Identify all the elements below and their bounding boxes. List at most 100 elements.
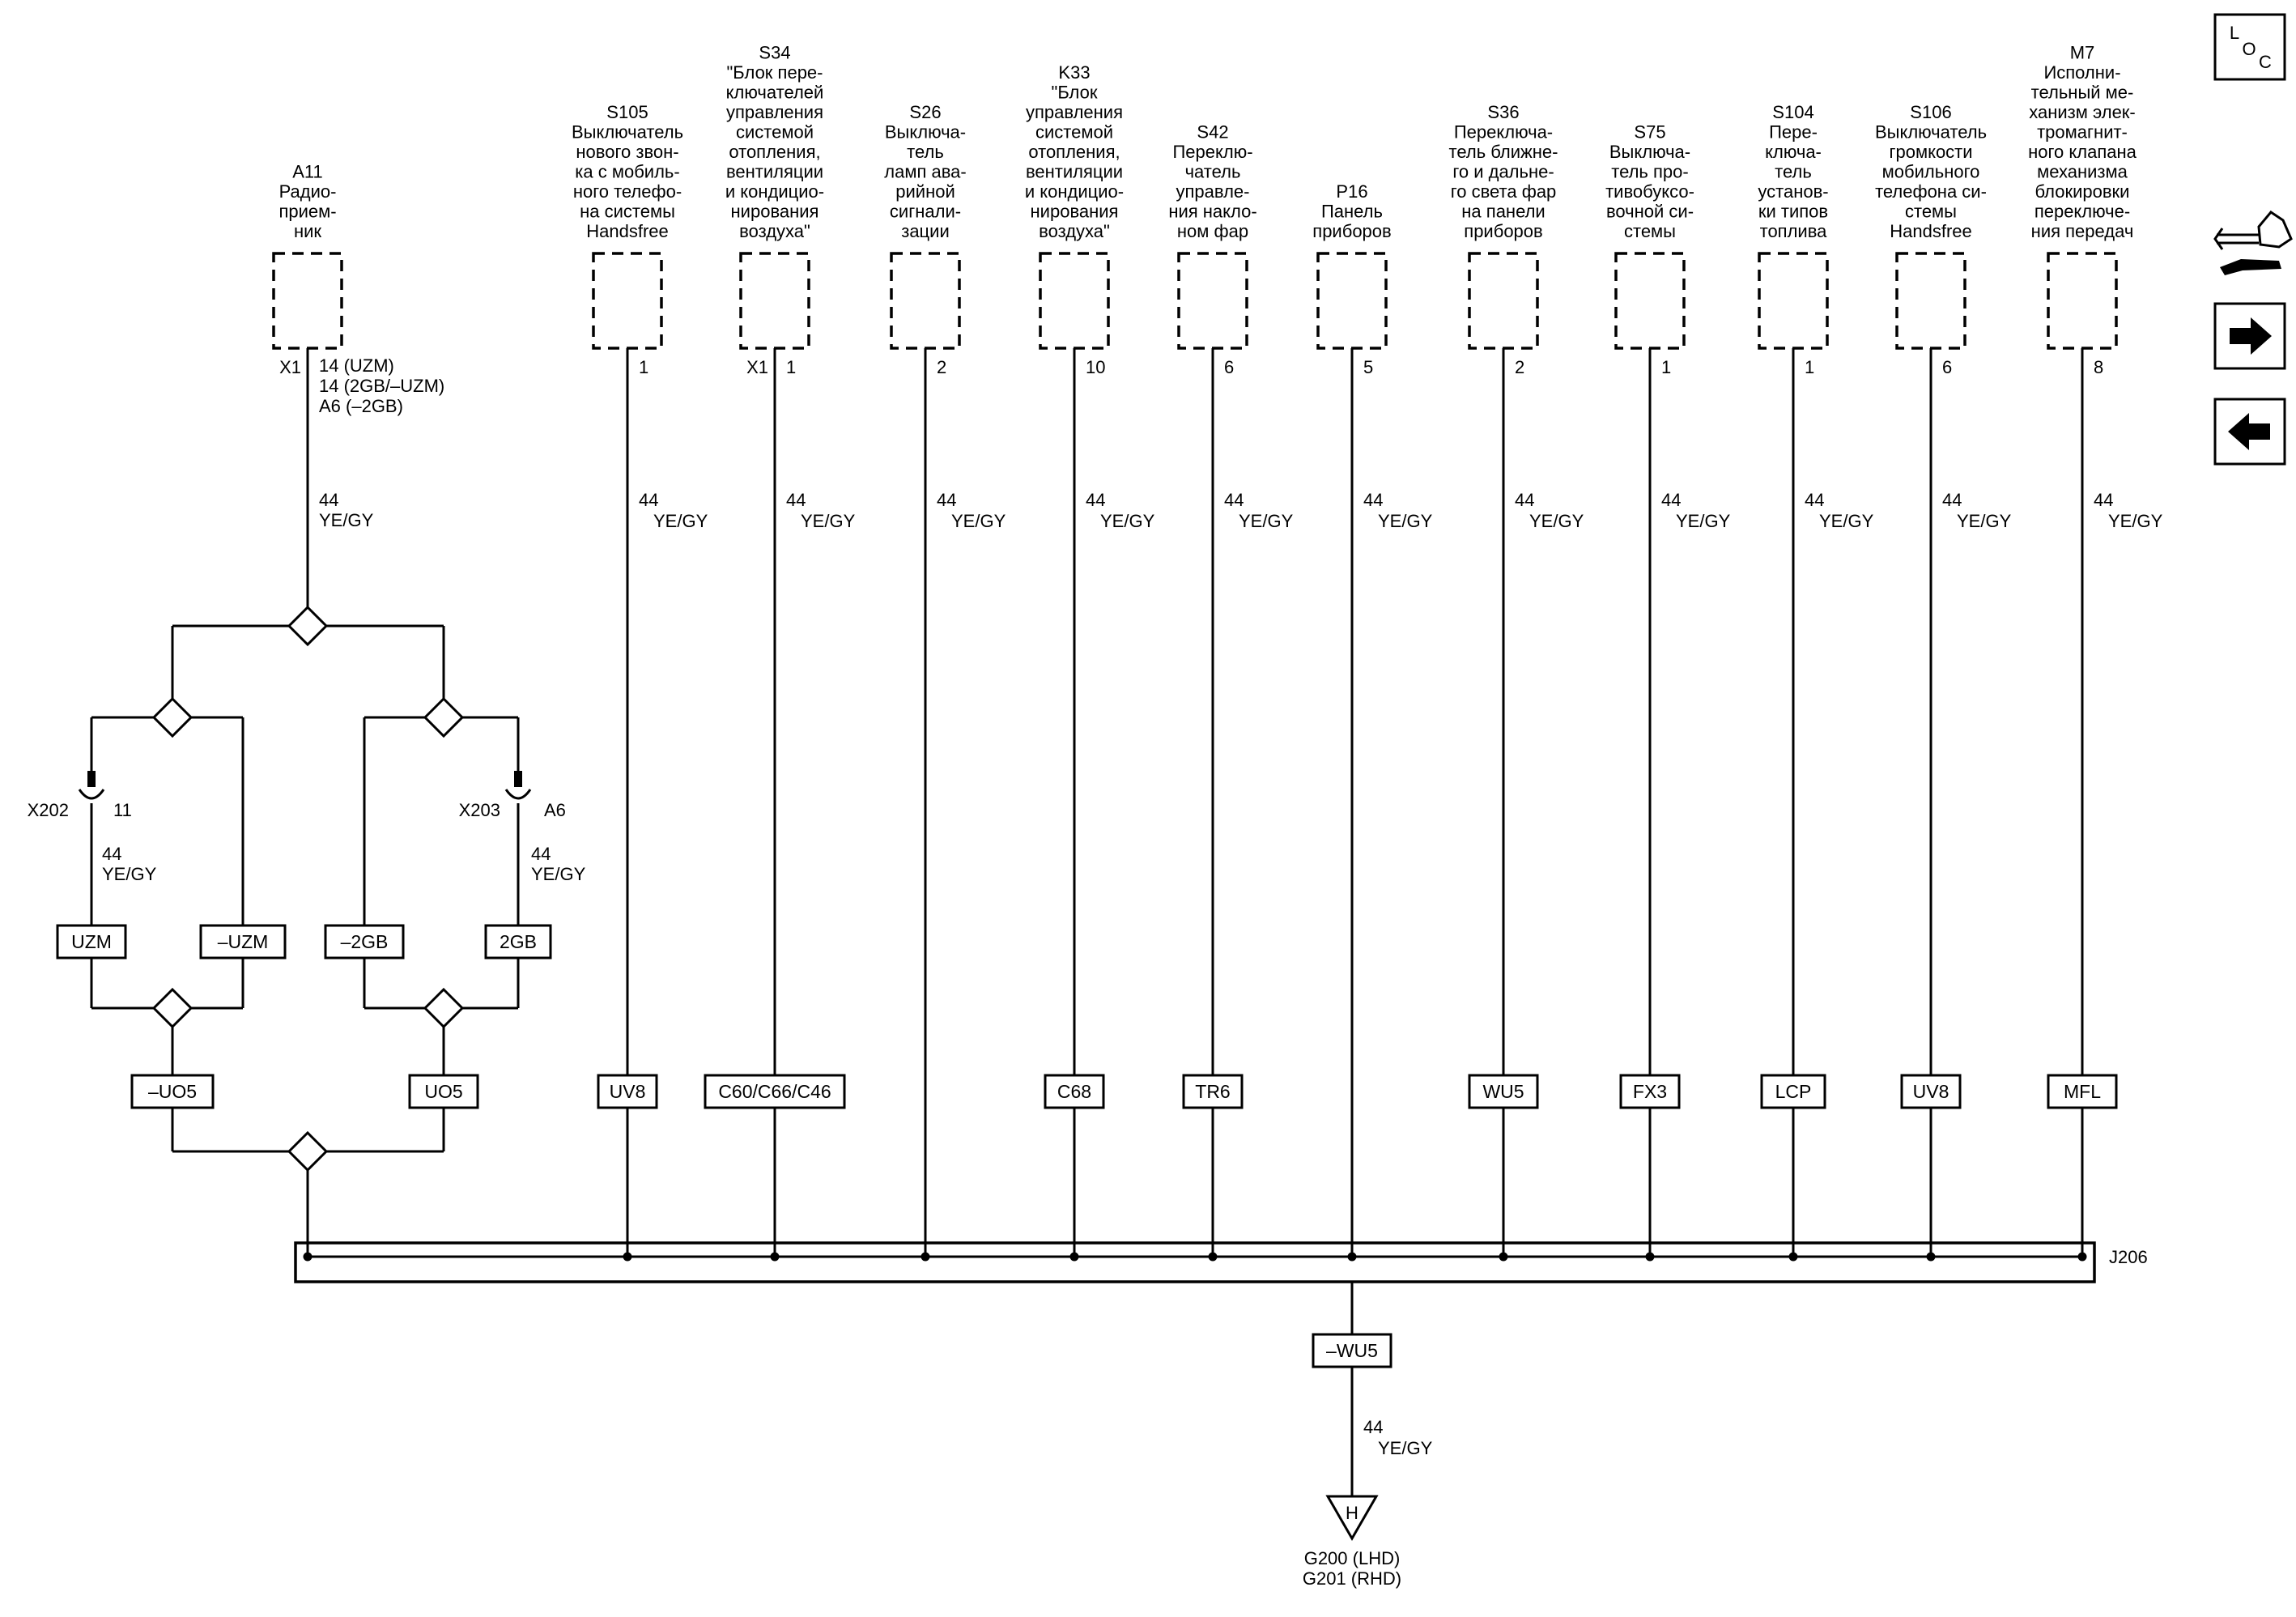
wire-gauge: 44	[102, 844, 121, 864]
option-box: UZM	[56, 924, 127, 960]
option-box: –WU5	[1312, 1333, 1392, 1368]
component-description-line: го и дальне-	[1452, 162, 1554, 182]
component-description-line: зации	[901, 221, 950, 241]
component-box	[739, 252, 810, 350]
pin-number: A6 (–2GB)	[319, 396, 403, 416]
loc-letter: C	[2259, 52, 2272, 72]
ground-code: H	[1346, 1503, 1358, 1523]
option-box: LCP	[1760, 1074, 1826, 1109]
wire-color: YE/GY	[801, 511, 856, 531]
component-description-line: вочной си-	[1606, 202, 1694, 222]
previous-page-button[interactable]	[2213, 398, 2286, 466]
component-description-line: Выключа-	[1609, 142, 1690, 162]
option-code: LCP	[1775, 1081, 1812, 1102]
component-description-line: управления	[726, 102, 823, 122]
component-description-line: Панель	[1321, 202, 1383, 222]
pin-number: 2	[1515, 357, 1524, 377]
component-id: S105	[606, 102, 648, 122]
component-description-line: приборов	[1312, 221, 1391, 241]
component-box	[1468, 252, 1539, 350]
option-splice-diamond	[423, 987, 465, 1029]
connector-socket	[78, 789, 105, 800]
option-box-frame	[130, 1074, 215, 1109]
option-box: C60/C66/C46	[704, 1074, 846, 1109]
component-description-line: на панели	[1461, 202, 1545, 222]
connector-name: X202	[28, 800, 69, 820]
wire-gauge: 44	[531, 844, 551, 864]
connector-body	[2257, 211, 2293, 249]
component-description-line: механизма	[2037, 162, 2128, 182]
ground-location: G200 (LHD)	[1304, 1548, 1401, 1568]
component-description-line: Переключа-	[1454, 122, 1553, 143]
option-code: 2GB	[500, 931, 537, 952]
option-code: WU5	[1482, 1081, 1524, 1102]
option-box: UO5	[408, 1074, 479, 1109]
wire-gauge: 44	[1086, 490, 1105, 510]
component-box	[1177, 252, 1248, 350]
component-description-line: управле-	[1176, 181, 1250, 202]
component-description-line: Пере-	[1769, 122, 1818, 143]
connector-wrench-icon[interactable]	[2213, 211, 2293, 275]
component-description-line: ключателей	[726, 83, 824, 103]
wire-gauge: 44	[1224, 490, 1244, 510]
connector-pin	[514, 771, 522, 787]
ground-triangle	[1325, 1495, 1379, 1542]
option-box-frame	[2047, 1074, 2118, 1109]
pin-number: 1	[639, 357, 648, 377]
pin-number: 2	[937, 357, 946, 377]
component-id: S36	[1487, 102, 1519, 122]
component-description-line: "Блок	[1052, 83, 1098, 103]
component-description-line: рийной	[895, 181, 955, 202]
option-splice-diamond	[287, 605, 329, 647]
component-description-line: мобильного	[1882, 162, 1980, 182]
option-code: C60/C66/C46	[718, 1081, 831, 1102]
component-description-line: топлива	[1760, 221, 1828, 241]
option-code: FX3	[1633, 1081, 1667, 1102]
component-description-line: вентиляции	[1026, 162, 1123, 182]
component-description-line: ка с мобиль-	[575, 162, 679, 182]
option-box: UV8	[1900, 1074, 1962, 1109]
component-description-line: переключе-	[2035, 202, 2130, 222]
wire-gauge: 44	[1363, 490, 1383, 510]
option-box-frame	[324, 924, 405, 960]
wire-gauge: 44	[786, 490, 806, 510]
component-box	[1758, 252, 1829, 350]
wire-color: YE/GY	[653, 511, 708, 531]
component-description-line: го света фар	[1451, 181, 1557, 202]
option-code: MFL	[2064, 1081, 2101, 1102]
next-page-button[interactable]	[2213, 302, 2286, 370]
option-box-frame	[597, 1074, 658, 1109]
component-description-line: тель	[907, 142, 944, 162]
button-frame	[2213, 398, 2286, 466]
arrow-left-icon	[2228, 413, 2270, 450]
component-description-line: Handsfree	[586, 221, 669, 241]
component-description-line: чатель	[1185, 162, 1241, 182]
component-description-line: системой	[1035, 122, 1113, 143]
option-code: –UO5	[148, 1081, 197, 1102]
loc-button-frame	[2213, 13, 2286, 81]
pin-number: 1	[786, 357, 796, 377]
wire-gauge: 44	[1363, 1417, 1383, 1437]
option-box-frame	[1182, 1074, 1244, 1109]
option-box: UV8	[597, 1074, 658, 1109]
option-box-frame	[1044, 1074, 1105, 1109]
option-box-frame	[704, 1074, 846, 1109]
splice-pack-j206	[294, 1241, 2096, 1283]
component-description-line: нирования	[731, 202, 819, 222]
component-description-line: сигнали-	[890, 202, 961, 222]
ground-symbol: H	[1325, 1495, 1379, 1542]
wire-color: YE/GY	[2108, 511, 2163, 531]
loc-button[interactable]: LOC	[2213, 13, 2286, 81]
component-description-line: отопления,	[729, 142, 820, 162]
wire-color: YE/GY	[951, 511, 1006, 531]
button-frame	[2213, 302, 2286, 370]
option-code: C68	[1057, 1081, 1091, 1102]
option-box: MFL	[2047, 1074, 2118, 1109]
connector-socket	[504, 789, 532, 800]
component-id: S26	[909, 102, 941, 122]
option-box: FX3	[1619, 1074, 1681, 1109]
